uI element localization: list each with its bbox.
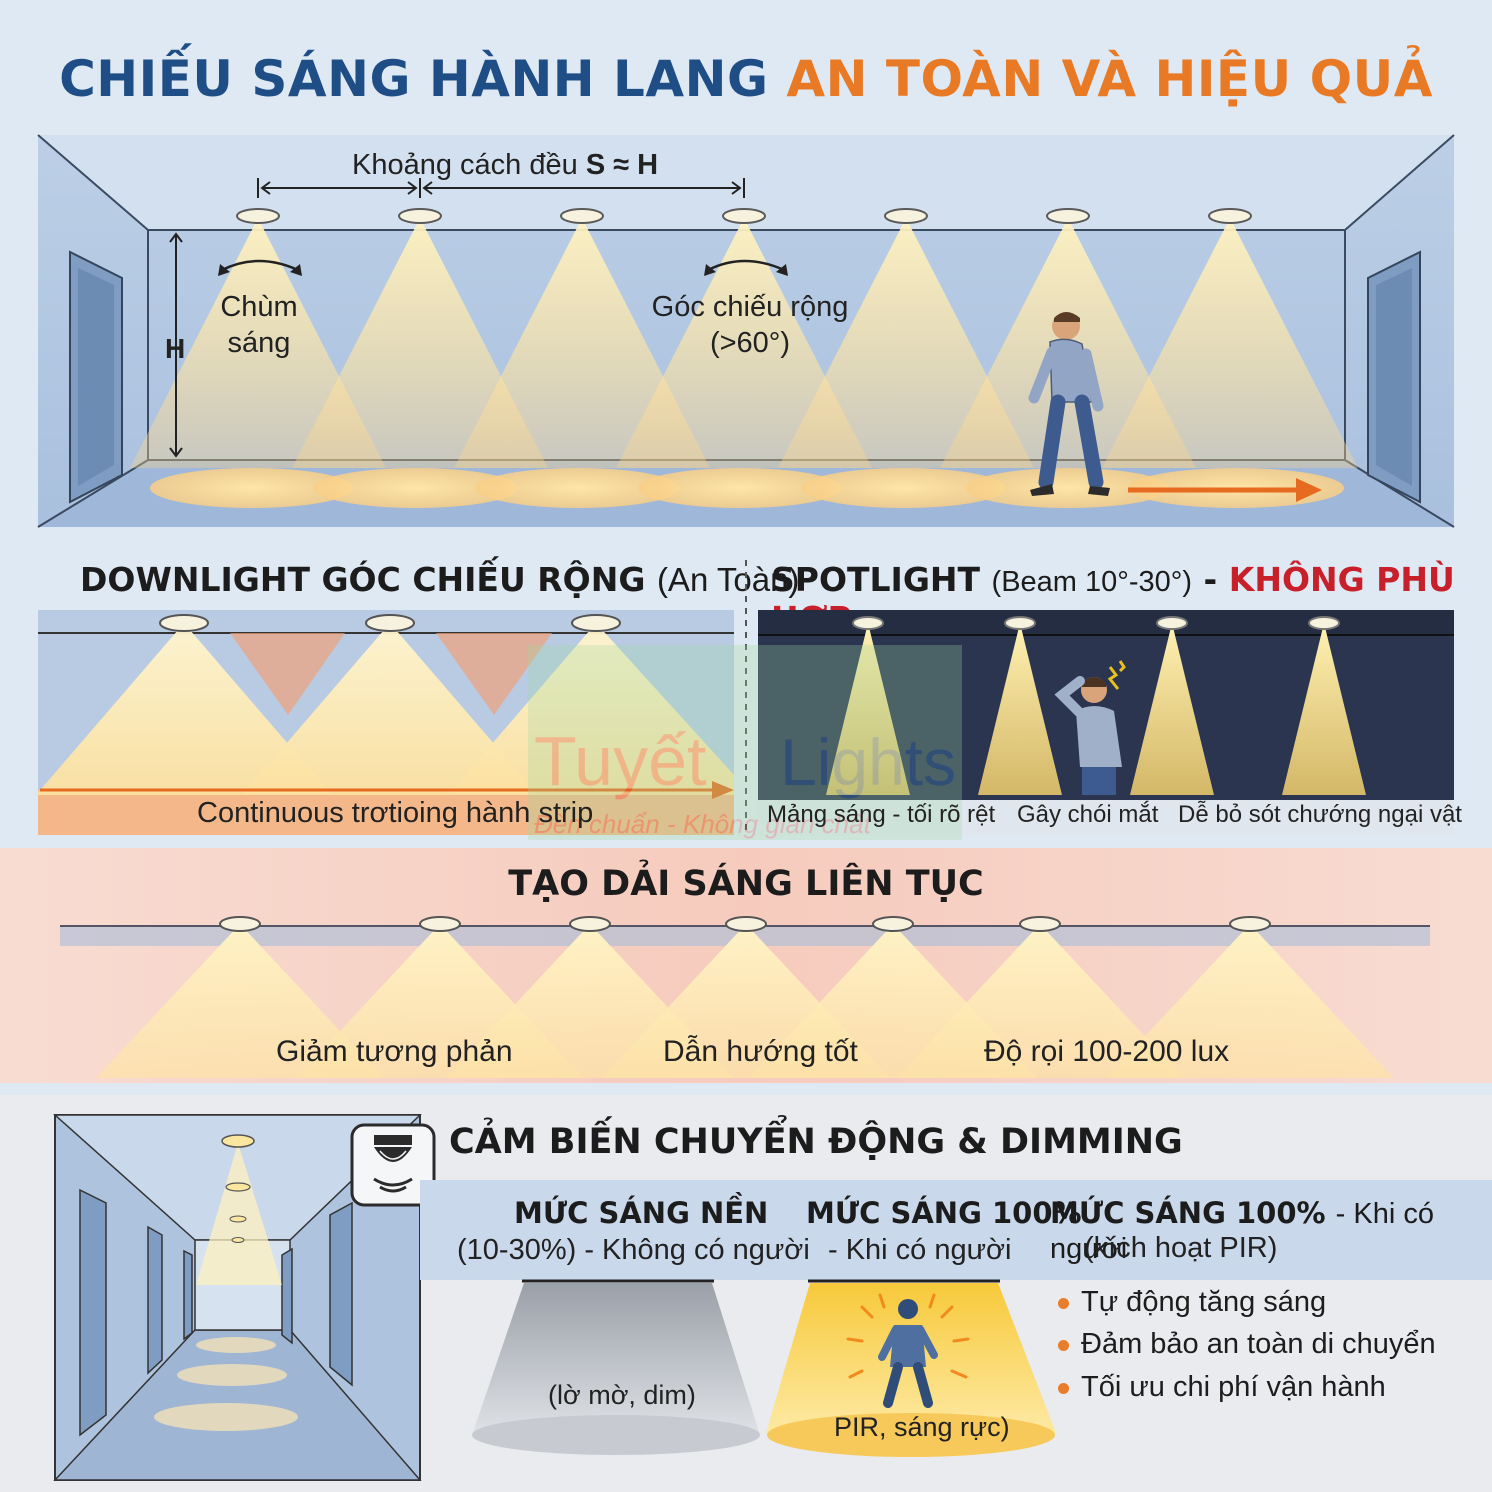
spotlight-caption-3: Dễ bỏ sót chướng ngại vật [1178,801,1462,828]
sensor-illustration [0,1095,1492,1492]
corridor-illustration: Khoảng cách đều S ≈ H H Chùm sáng Góc ch… [37,134,1455,528]
height-dimension [169,232,183,458]
corridor-ceiling [38,135,1454,230]
person-dazzled-icon [1054,660,1126,795]
arrow-right-icon [40,781,734,799]
angle-label-1: Góc chiếu rộng [652,291,849,323]
spacing-label: Khoảng cách đều S ≈ H [352,149,658,181]
downlight-icon [236,208,1252,224]
title-part-1: CHIẾU SÁNG HÀNH LANG [59,50,769,108]
spotlight-icon [852,616,1340,630]
svg-text:Lights: Lights [780,725,956,799]
full-level-title: MỨC SÁNG 100% [806,1196,1082,1230]
angle-arc-icon [707,259,785,272]
dim-caption: (lờ mờ, dim) [548,1380,696,1410]
bullet-dot-icon [1058,1339,1069,1351]
motion-sensor-icon [350,1123,436,1207]
beam-label-2: sáng [228,327,291,359]
door-icon [1367,250,1421,504]
spacing-dimension [257,178,745,198]
continuous-caption-2: Dẫn hướng tốt [663,1035,858,1068]
base-level-title: MỨC SÁNG NỀN [514,1196,769,1230]
bullet-item: Đảm bảo an toàn di chuyển [1058,1328,1436,1361]
angle-label-2: (>60°) [710,327,790,359]
bullet-dot-icon [1058,1297,1069,1309]
dim-beam [472,1279,760,1455]
beam-comparison-illustration: Tuyết Lights Đèn chuẩn - Không gian chất [36,560,1454,840]
brand-watermark: Tuyết Lights Đèn chuẩn - Không gian chất [528,645,962,840]
page-title: CHIẾU SÁNG HÀNH LANG AN TOÀN VÀ HIỆU QUẢ [0,50,1492,108]
beam-label-1: Chùm [220,291,297,323]
title-part-2: AN TOÀN VÀ HIỆU QUẢ [786,50,1433,108]
floor-light-pools [150,468,1344,508]
spotlight-caption-2: Gây chói mắt [1017,801,1159,828]
person-detected-icon [846,1293,970,1408]
hallway-perspective [53,1114,422,1481]
base-level-subtitle: (10-30%) - Không có người [457,1234,810,1266]
svg-text:Đèn chuẩn - Không gian chất: Đèn chuẩn - Không gian chất [534,809,873,839]
continuous-heading: TẠO DẢI SÁNG LIÊN TỤC [508,864,984,904]
sensor-heading: CẢM BIẾN CHUYỂN ĐỘNG & DIMMING [449,1122,1183,1162]
bright-caption: PIR, sáng rực) [834,1412,1010,1442]
downlight-icon [219,916,1271,932]
pir-level-subtitle: (kích hoạt PIR) [1084,1232,1278,1264]
strip-caption: Continuous trơtioing hành strip [197,797,594,829]
bullet-item: Tối ưu chi phí vận hành [1058,1371,1386,1404]
arrow-right-icon [1128,478,1322,502]
continuous-caption-3: Độ rọi 100-200 lux [984,1035,1230,1068]
pir-level-title: MỨC SÁNG 100% - Khi có người [1050,1196,1434,1265]
beam-arc-icon [221,259,299,272]
svg-text:Tuyết: Tuyết [534,722,706,800]
spotlight-caption-1: Mảng sáng - tối rõ rệt [767,801,996,828]
bullet-item: Tự động tăng sáng [1058,1286,1326,1319]
downlight-heading: DOWNLIGHT GÓC CHIẾU RỘNG (An Toàn) [80,560,800,599]
downlight-icon [159,614,621,632]
continuous-caption-1: Giảm tương phản [276,1035,513,1068]
spotlight-heading: SPOTLIGHT (Beam 10°-30°) - KHÔNG PHÙ HỢP [771,560,1455,638]
height-label: H [165,333,185,364]
full-level-subtitle: - Khi có người [828,1234,1012,1266]
continuous-strip [38,790,734,835]
person-walking-icon [1028,312,1110,496]
door-icon [69,250,123,504]
continuous-illustration [0,848,1492,1083]
bullet-dot-icon [1058,1382,1069,1394]
